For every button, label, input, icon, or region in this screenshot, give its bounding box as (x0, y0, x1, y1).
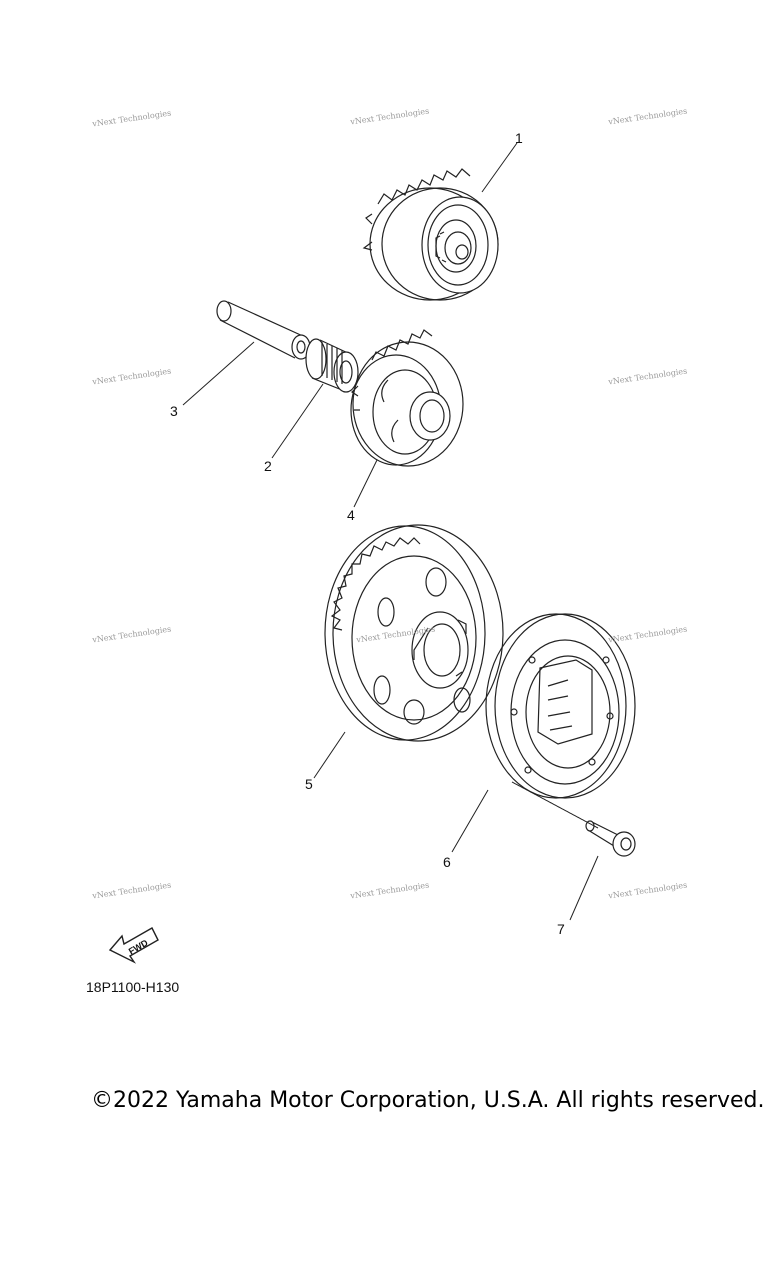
part-6-clutch-drawing (485, 613, 636, 799)
callout-7[interactable]: 7 (557, 921, 565, 937)
diagram-code: 18P1100-H130 (86, 979, 180, 995)
fwd-arrow-icon (108, 927, 159, 964)
callout-6[interactable]: 6 (443, 854, 451, 870)
part-2-bearing-drawing (305, 338, 359, 393)
part-4-gear-drawing (350, 329, 464, 467)
part-3-shaft-drawing (216, 300, 311, 360)
part-7-bolt-drawing (585, 820, 636, 857)
callout-1[interactable]: 1 (515, 130, 523, 146)
callout-5[interactable]: 5 (305, 776, 313, 792)
callout-4[interactable]: 4 (347, 507, 355, 523)
part-5-wheel-gear-drawing (324, 524, 504, 742)
part-1-gear-drawing (362, 168, 499, 301)
callout-3[interactable]: 3 (170, 403, 178, 419)
leader-lines (182, 142, 599, 921)
callout-2[interactable]: 2 (264, 458, 272, 474)
copyright-notice: ©2022 Yamaha Motor Corporation, U.S.A. A… (91, 1088, 765, 1113)
